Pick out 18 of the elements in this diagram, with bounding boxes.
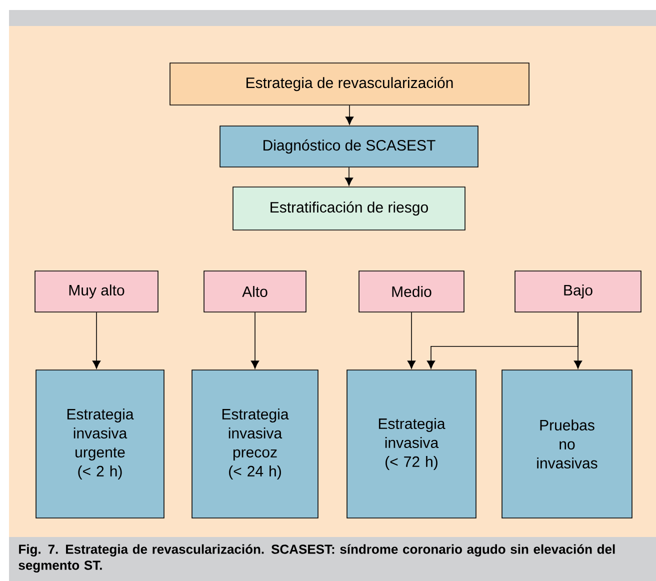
figure-caption: Fig. 7. Estrategia de revascularización. SCASEST: síndrome coronario agudo sin elevación del segmento ST. <box>9 537 656 581</box>
outcome-box: Estrategia invasiva (< 72 h) <box>346 370 476 518</box>
diagnosis-box: Diagnóstico de SCASEST <box>220 126 478 168</box>
risk-box: Medio <box>358 270 464 312</box>
arrow <box>92 312 101 369</box>
stratification-box: Estratificación de riesgo <box>232 186 466 230</box>
arrow <box>345 105 354 125</box>
risk-box: Muy alto <box>34 270 158 312</box>
arrow <box>344 167 354 186</box>
outcome-box: Pruebas no invasivas <box>502 370 632 518</box>
arrow <box>250 312 260 369</box>
risk-box: Alto <box>204 270 306 312</box>
arrow <box>407 312 416 369</box>
outcome-box: Estrategia invasiva precoz (< 24 h) <box>192 370 318 518</box>
strategy-box: Estrategia de revascularización <box>170 62 530 106</box>
risk-box: Bajo <box>514 270 642 312</box>
outcome-box: Estrategia invasiva urgente (< 2 h) <box>36 370 164 518</box>
arrow <box>574 312 582 369</box>
